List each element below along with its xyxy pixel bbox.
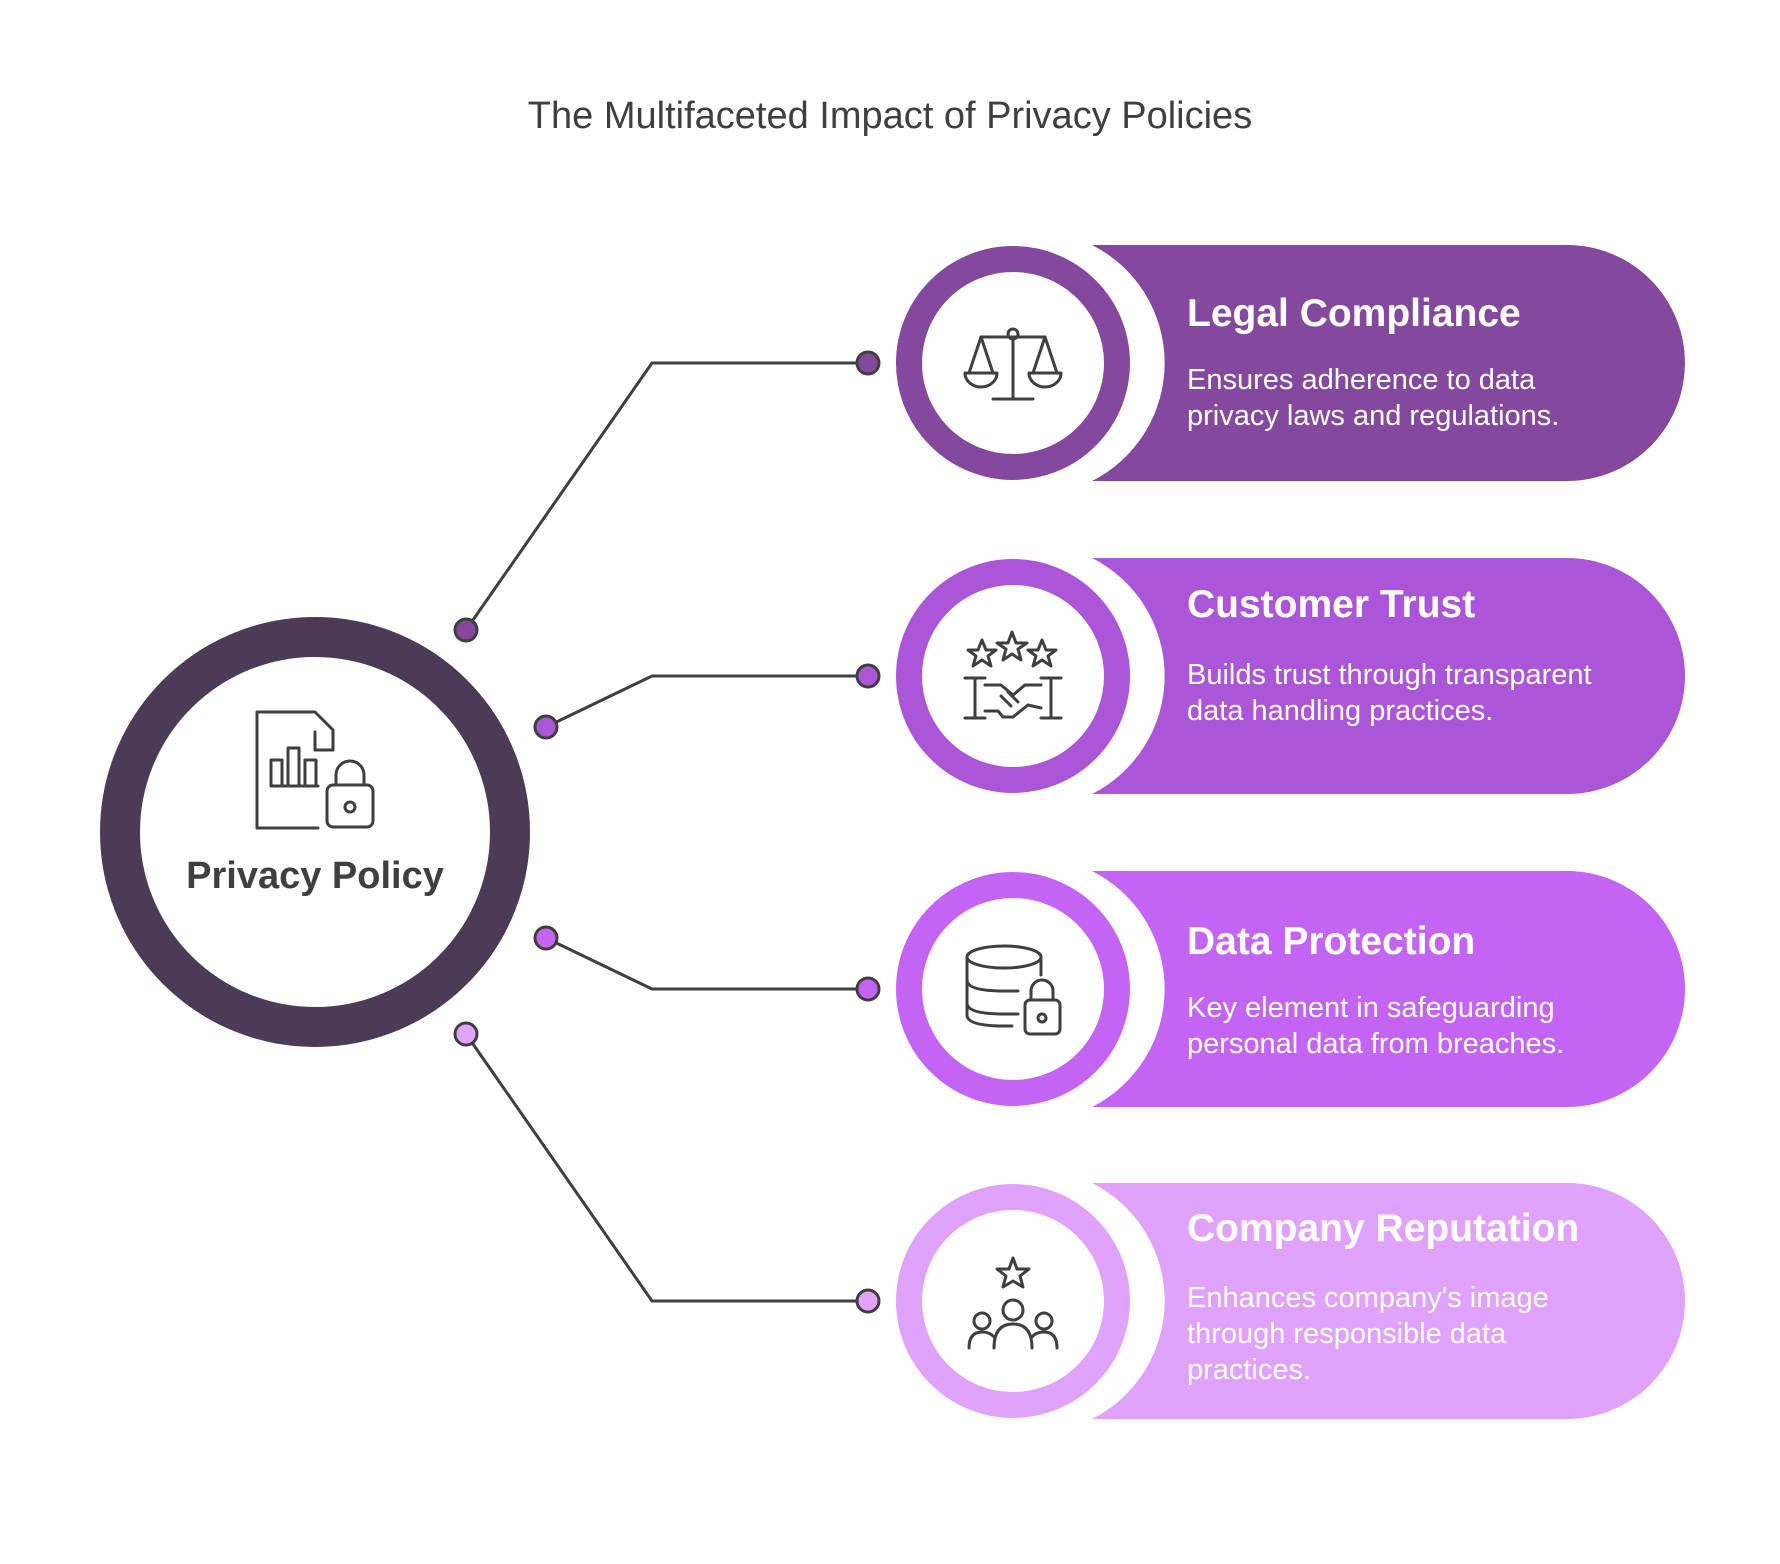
card-title-customer-trust: Customer Trust bbox=[1187, 583, 1476, 626]
card-ring-data-protection bbox=[896, 872, 1130, 1106]
scales-icon bbox=[963, 327, 1063, 401]
card-description-company-reputation: Enhances company's image through respons… bbox=[1187, 1282, 1549, 1386]
star-people-icon bbox=[967, 1256, 1059, 1350]
card-description-data-protection: Key element in safeguarding personal dat… bbox=[1187, 992, 1565, 1060]
connector-line-legal-compliance bbox=[464, 361, 868, 631]
card-description-legal-compliance: Ensures adherence to data privacy laws a… bbox=[1187, 364, 1560, 432]
card-background-company-reputation bbox=[1092, 1183, 1685, 1419]
hub-dot-company-reputation bbox=[453, 1021, 479, 1047]
connector-line-company-reputation bbox=[464, 1033, 868, 1303]
connector-line-data-protection bbox=[545, 936, 868, 991]
connector-dot-legal-compliance bbox=[855, 350, 881, 376]
hub-ring bbox=[100, 617, 530, 1047]
hub-dot-data-protection bbox=[533, 925, 559, 951]
card-title-data-protection: Data Protection bbox=[1187, 920, 1476, 963]
page-title: The Multifaceted Impact of Privacy Polic… bbox=[527, 95, 1253, 137]
card-description-customer-trust: Builds trust through transparent data ha… bbox=[1187, 659, 1592, 727]
hub-dot-customer-trust bbox=[533, 714, 559, 740]
connector-dot-customer-trust bbox=[855, 663, 881, 689]
document-chart-lock-icon bbox=[255, 710, 375, 830]
hub-dot-legal-compliance bbox=[453, 617, 479, 643]
connector-line-customer-trust bbox=[545, 674, 868, 729]
card-background-data-protection bbox=[1092, 871, 1685, 1107]
card-title-legal-compliance: Legal Compliance bbox=[1187, 292, 1521, 335]
card-title-company-reputation: Company Reputation bbox=[1187, 1207, 1580, 1250]
stars-handshake-icon bbox=[963, 630, 1063, 720]
connector-dot-company-reputation bbox=[855, 1288, 881, 1314]
connector-dot-data-protection bbox=[855, 976, 881, 1002]
card-ring-customer-trust bbox=[896, 559, 1130, 793]
card-background-legal-compliance bbox=[1092, 245, 1685, 481]
database-lock-icon bbox=[965, 944, 1062, 1036]
card-background-customer-trust bbox=[1092, 558, 1685, 794]
hub-label: Privacy Policy bbox=[186, 855, 444, 897]
